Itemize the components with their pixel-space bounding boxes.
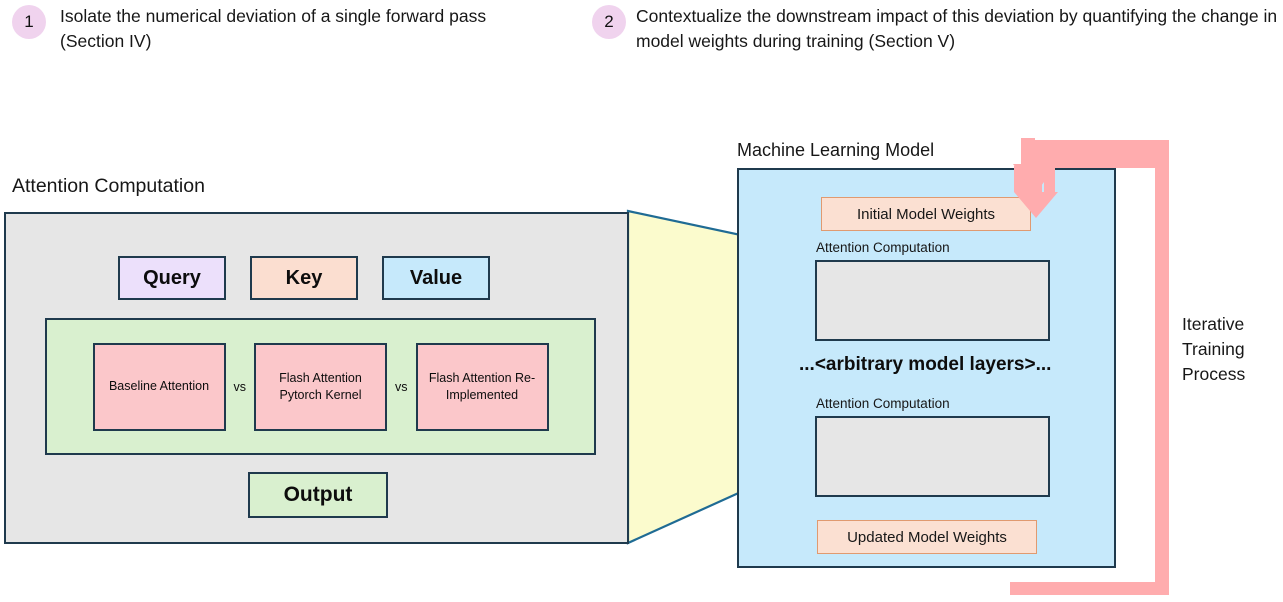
attention-computation-panel: Query Key Value Baseline Attention vs Fl… xyxy=(4,212,629,544)
attention-slot-label-2: Attention Computation xyxy=(816,396,950,411)
bullet-text-1: Isolate the numerical deviation of a sin… xyxy=(60,6,487,51)
vs-separator-1: vs xyxy=(233,379,247,394)
variant-box-flash-pytorch: Flash Attention Pytorch Kernel xyxy=(254,342,387,431)
key-box: Key xyxy=(250,256,358,300)
attention-variants-group: Baseline Attention vs Flash Attention Py… xyxy=(45,318,596,455)
value-box: Value xyxy=(382,256,490,300)
query-box: Query xyxy=(118,256,226,300)
variant-box-baseline: Baseline Attention xyxy=(92,342,226,431)
bullet-badge-1: 1 xyxy=(12,5,46,39)
ml-model-panel: Initial Model Weights Attention Computat… xyxy=(737,168,1116,568)
initial-model-weights-box: Initial Model Weights xyxy=(821,197,1031,231)
attention-slot-box-2 xyxy=(815,416,1050,497)
attention-panel-title: Attention Computation xyxy=(12,175,205,197)
bullet-item-1: 1 Isolate the numerical deviation of a s… xyxy=(12,4,532,54)
variant-box-flash-reimpl: Flash Attention Re-Implemented xyxy=(415,342,549,431)
iterative-training-caption: Iterative Training Process xyxy=(1182,314,1246,384)
output-box: Output xyxy=(248,472,388,518)
bullet-text-2: Contextualize the downstream impact of t… xyxy=(636,6,1278,51)
loop-arrow-stem xyxy=(1021,138,1035,168)
arbitrary-layers-text: ...<arbitrary model layers>... xyxy=(799,354,1052,375)
bullet-badge-2: 2 xyxy=(592,5,626,39)
ml-model-title: Machine Learning Model xyxy=(737,140,935,160)
vs-separator-2: vs xyxy=(395,379,408,394)
qkv-row: Query Key Value xyxy=(118,256,490,300)
bullet-item-2: 2 Contextualize the downstream impact of… xyxy=(592,4,1282,54)
attention-slot-label-1: Attention Computation xyxy=(816,240,950,255)
attention-slot-box-1 xyxy=(815,260,1050,341)
updated-model-weights-box: Updated Model Weights xyxy=(817,520,1037,554)
